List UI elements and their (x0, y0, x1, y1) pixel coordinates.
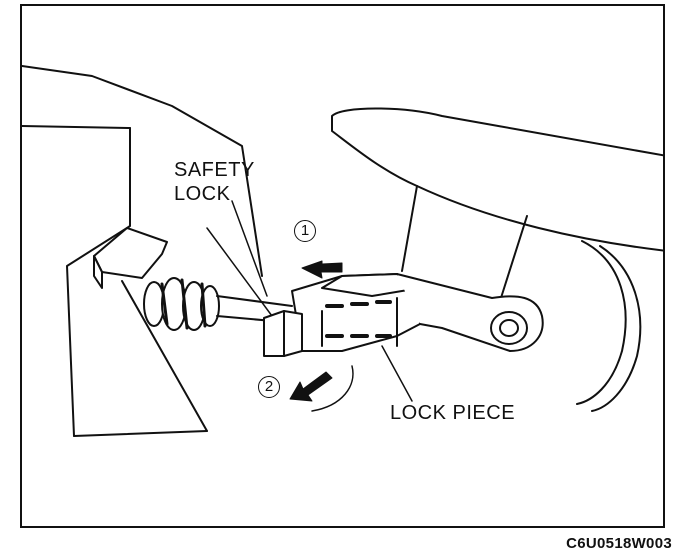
figure-frame: SAFETY LOCK LOCK PIECE 1 2 (20, 4, 665, 528)
housing-edge (401, 185, 418, 272)
connector-illustration (22, 65, 663, 437)
housing-lower-contour (576, 240, 627, 405)
housing-body (331, 107, 663, 252)
left-panel (22, 65, 263, 277)
safety-lock-label-line2: LOCK (174, 183, 231, 205)
left-panel-edge (22, 125, 131, 129)
safety-lock-label: SAFETY LOCK (174, 158, 255, 206)
lock-piece-leader (381, 345, 413, 402)
lever-pivot-inner (499, 319, 519, 337)
bracket-leg (121, 280, 208, 432)
connector-inner (321, 297, 398, 347)
lock-piece-label: LOCK PIECE (390, 402, 516, 424)
housing-edge (499, 215, 528, 302)
left-panel-front (66, 127, 131, 437)
cable-rod (216, 295, 293, 307)
housing-leader (311, 365, 354, 412)
safety-lock-leader (206, 227, 273, 317)
left-panel-lower (73, 430, 208, 437)
housing-lower-contour (591, 245, 642, 412)
safety-lock-label-line1: SAFETY (174, 159, 255, 181)
bracket (93, 227, 168, 279)
safety-lock-leader (231, 200, 268, 297)
grommet-shading (160, 278, 207, 330)
callout-step2: 2 (258, 376, 280, 398)
arrow-step1 (301, 260, 343, 279)
connector-slots (325, 300, 392, 338)
figure-code: C6U0518W003 (566, 535, 672, 552)
bracket-front (93, 255, 103, 289)
callout-step1: 1 (294, 220, 316, 242)
arrow-step2 (289, 371, 333, 402)
